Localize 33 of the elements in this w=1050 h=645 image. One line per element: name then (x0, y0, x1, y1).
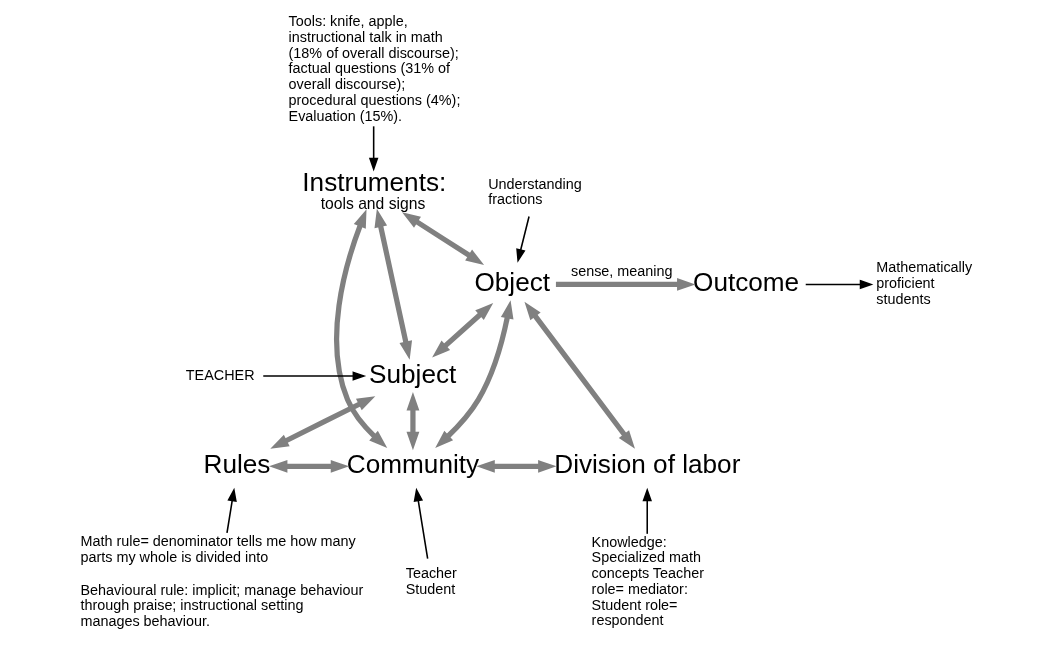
arrow (555, 277, 695, 291)
arrow (374, 208, 412, 360)
arrow (431, 302, 493, 358)
node-text: Community (346, 448, 479, 479)
arrow (269, 396, 375, 449)
node-text: Instruments: tools and signs (301, 167, 446, 213)
node-text: TEACHER (185, 366, 255, 383)
arrow (804, 279, 873, 290)
arrow (268, 459, 349, 473)
node-text: Division of labor (553, 448, 740, 479)
node-text: Math rule= denominator tells me how many parts my whole is divided into Behavioural rule: implicit; manage behaviour through praise; instructional setting manages behaviour. (79, 532, 363, 630)
node-text: Object (473, 266, 550, 297)
arrow (641, 487, 652, 535)
node-text: Subject (368, 358, 456, 389)
arrow (401, 212, 484, 265)
arrow (368, 125, 378, 172)
edge-label: sense, meaning (570, 263, 672, 280)
node-text: Mathematically proficient students (875, 259, 972, 307)
arrow (225, 487, 237, 534)
node-text: Rules (203, 448, 270, 479)
arrow (406, 391, 419, 451)
arrow (475, 459, 556, 473)
arrow (515, 215, 530, 263)
node-text: Outcome (692, 266, 799, 297)
arrow (333, 209, 387, 448)
node-text: Knowledge: Specialized math concepts Teacher role= mediator: Student role= respondent (591, 533, 704, 629)
node-text: Tools: knife, apple, instructional talk in math (18% of overall discourse); factual questions (31% of overall discourse); procedural questions (4%); Evaluation (15%). (288, 13, 460, 124)
node-text: Teacher Student (405, 565, 457, 597)
node-text: Understanding fractions (487, 175, 582, 208)
arrow (523, 301, 635, 449)
arrow (261, 371, 366, 381)
arrow (413, 487, 428, 560)
arrow (434, 300, 513, 449)
